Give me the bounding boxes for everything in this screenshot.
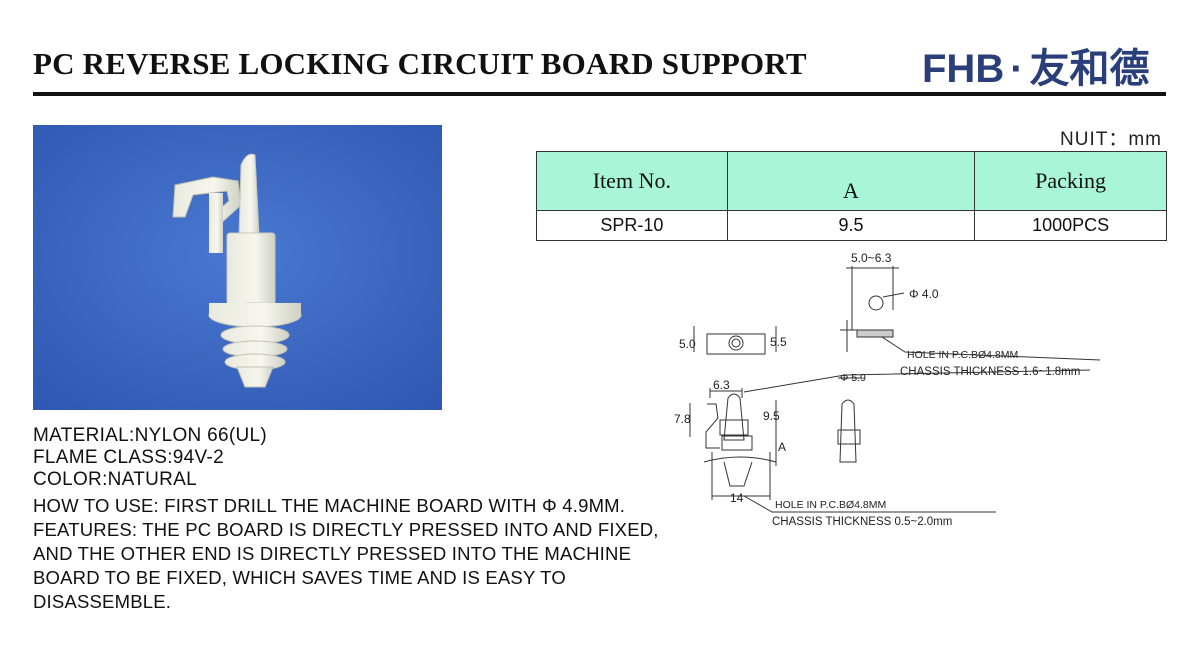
product-photo (33, 125, 442, 410)
dim-base: 14 (730, 491, 744, 505)
dim-right-w: 5.5 (770, 335, 787, 349)
note-chassis-bottom: CHASSIS THICKNESS 0.5~2.0mm (772, 516, 952, 528)
cell-a: 9.5 (726, 210, 976, 241)
table-header-row: Item No. A Packing (536, 151, 1167, 211)
header-rule (33, 92, 1166, 96)
logo-dot: · (1010, 47, 1024, 91)
unit-label: NUIT：mm (1060, 129, 1162, 150)
page-title: PC REVERSE LOCKING CIRCUIT BOARD SUPPORT (33, 46, 807, 81)
dim-left-w: 5.0 (679, 337, 696, 351)
note-pcb-hole-top: HOLE IN P.C.BØ4.8MM (907, 349, 1018, 361)
table-row: SPR-10 9.5 1000PCS (536, 210, 1167, 241)
dim-height-mid: 9.5 (763, 409, 780, 423)
spec-color: COLOR:NATURAL (33, 469, 198, 490)
spec-flame-class: FLAME CLASS:94V-2 (33, 447, 224, 468)
dim-height-left: 7.8 (674, 412, 691, 426)
dim-head: 6.3 (713, 378, 730, 392)
features-text: FEATURES: THE PC BOARD IS DIRECTLY PRESS… (33, 519, 659, 612)
note-pcb-hole-bottom: HOLE IN P.C.BØ4.8MM (775, 499, 886, 511)
logo-cjk: 友和德 (1029, 47, 1150, 91)
header-item-no: Item No. (536, 151, 728, 211)
dim-top-width: 5.0~6.3 (851, 251, 892, 265)
dim-hole-dia: Φ 4.0 (909, 287, 939, 301)
cell-item-no: SPR-10 (536, 210, 728, 241)
usage-notes: HOW TO USE: FIRST DRILL THE MACHINE BOAR… (33, 494, 673, 614)
dim-side-dia: Φ 5.9 (840, 372, 866, 384)
material-specs: MATERIAL:NYLON 66(UL) FLAME CLASS:94V-2 … (33, 425, 267, 491)
logo-latin: FHB (922, 47, 1005, 91)
spec-table: Item No. A Packing SPR-10 9.5 1000PCS (536, 151, 1167, 241)
dim-a: A (778, 440, 786, 454)
note-chassis-top: CHASSIS THICKNESS 1.6~1.8mm (900, 366, 1080, 378)
header-a: A (726, 151, 976, 211)
brand-logo: FHB·友和德 (922, 36, 1150, 94)
cell-packing: 1000PCS (974, 210, 1167, 241)
spec-material: MATERIAL:NYLON 66(UL) (33, 425, 268, 446)
how-to-use-text: HOW TO USE: FIRST DRILL THE MACHINE BOAR… (33, 495, 626, 516)
header-packing: Packing (974, 151, 1167, 211)
